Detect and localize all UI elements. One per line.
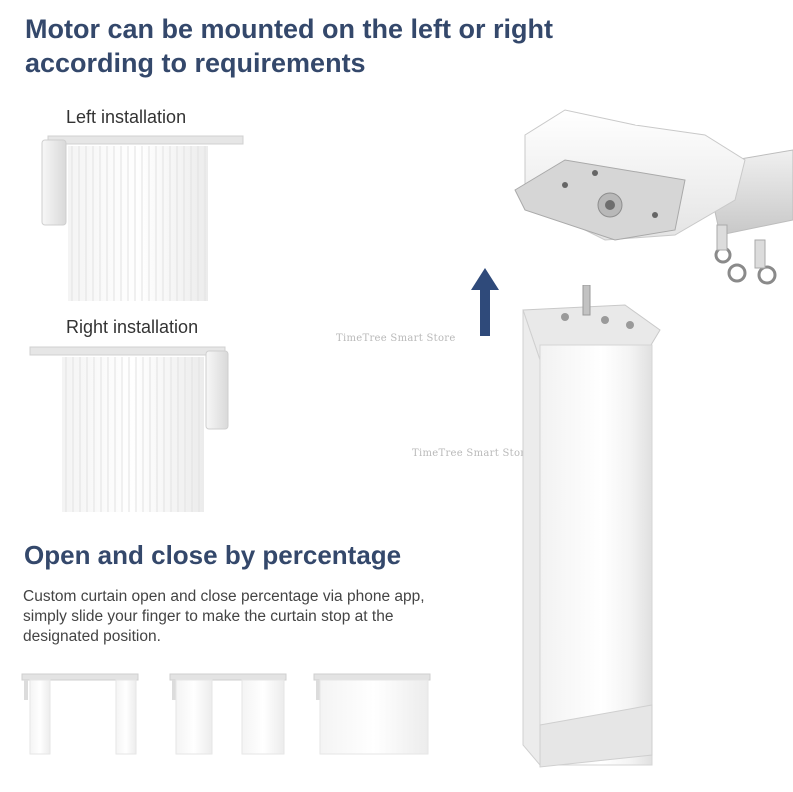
curtain-track — [47, 135, 244, 145]
motor-body-image — [522, 285, 661, 768]
page-title-line1: Motor can be mounted on the left or righ… — [25, 14, 553, 44]
percentage-description: Custom curtain open and close percentage… — [23, 587, 425, 647]
motor-track-head-image — [514, 109, 793, 285]
up-arrow-icon — [471, 268, 499, 336]
left-installation-illustration — [41, 135, 244, 301]
curtain-state-open-thumbnail — [21, 673, 139, 755]
right-installation-illustration — [29, 346, 229, 512]
left-installation-label: Left installation — [66, 107, 187, 127]
motor-right — [205, 350, 229, 430]
right-installation-label: Right installation — [66, 317, 199, 337]
curtain-state-closed-thumbnail — [313, 673, 431, 755]
motor-left — [41, 139, 67, 226]
percentage-description-line1: Custom curtain open and close percentage… — [23, 588, 425, 605]
curtain-track — [29, 346, 226, 356]
percentage-description-line3: designated position. — [23, 628, 161, 645]
page-title-line2: according to requirements — [25, 48, 366, 78]
percentage-title: Open and close by percentage — [24, 540, 402, 570]
curtain-fabric — [62, 357, 204, 512]
curtain-state-half-thumbnail — [169, 673, 287, 755]
page-title: Motor can be mounted on the left or righ… — [25, 12, 553, 80]
watermark: TimeTree Smart Store — [336, 333, 456, 344]
curtain-fabric — [68, 146, 208, 301]
watermark: TimeTree Smart Store — [412, 448, 532, 459]
percentage-description-line2: simply slide your finger to make the cur… — [23, 608, 394, 625]
